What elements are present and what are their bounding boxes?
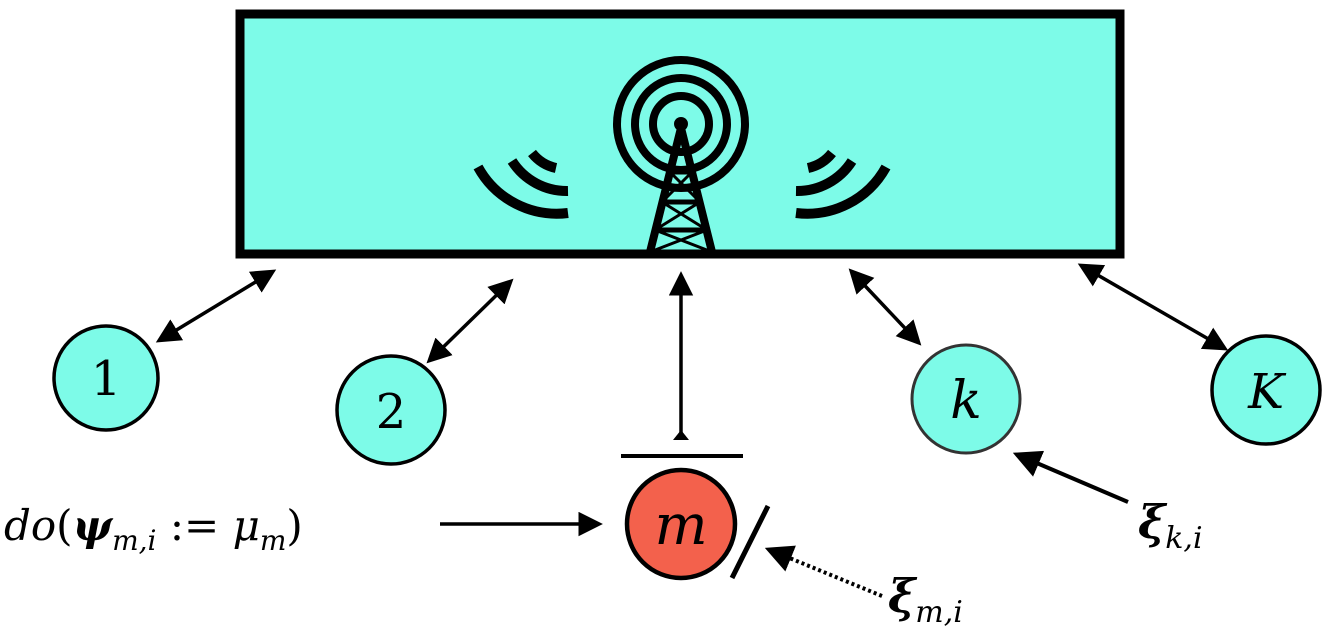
- intervention-label: do(ψm,i := μm): [4, 501, 303, 557]
- psi-symbol: ψ: [73, 501, 114, 550]
- edge-2-server: [426, 278, 514, 364]
- mu-symbol: μ: [233, 501, 260, 550]
- node-k: k: [910, 343, 1022, 455]
- edge-k-server: [848, 268, 922, 346]
- xi-k-symbol: ξ: [1138, 495, 1168, 549]
- node-1-label: 1: [91, 351, 122, 407]
- mu-subscript: m: [260, 524, 287, 557]
- edge-m-server-tail: [673, 430, 689, 440]
- xi-k-subscript: k,i: [1165, 521, 1202, 556]
- noise-m-arrow: [764, 545, 883, 598]
- noise-m-label: ξm,i: [888, 569, 963, 630]
- radio-tower-icon: [473, 56, 891, 254]
- psi-subscript: m,i: [112, 524, 156, 557]
- assign-operator: :=: [157, 501, 233, 550]
- node-K-label: K: [1247, 364, 1287, 420]
- node-1: 1: [52, 324, 160, 432]
- do-operator: do: [4, 501, 56, 550]
- xi-m-symbol: ξ: [888, 569, 918, 623]
- noise-cut-bar: [729, 504, 771, 580]
- node-2-label: 2: [376, 384, 407, 440]
- noise-k-arrow: [1012, 450, 1129, 504]
- edge-K-server: [1077, 263, 1229, 351]
- node-K: K: [1210, 334, 1322, 446]
- node-m: m: [624, 467, 738, 581]
- noise-k-label: ξk,i: [1138, 495, 1203, 556]
- node-2: 2: [335, 354, 447, 466]
- node-k-label: k: [950, 371, 982, 431]
- edge-1-server: [155, 269, 277, 343]
- node-m-label: m: [654, 493, 707, 558]
- xi-m-subscript: m,i: [915, 595, 963, 630]
